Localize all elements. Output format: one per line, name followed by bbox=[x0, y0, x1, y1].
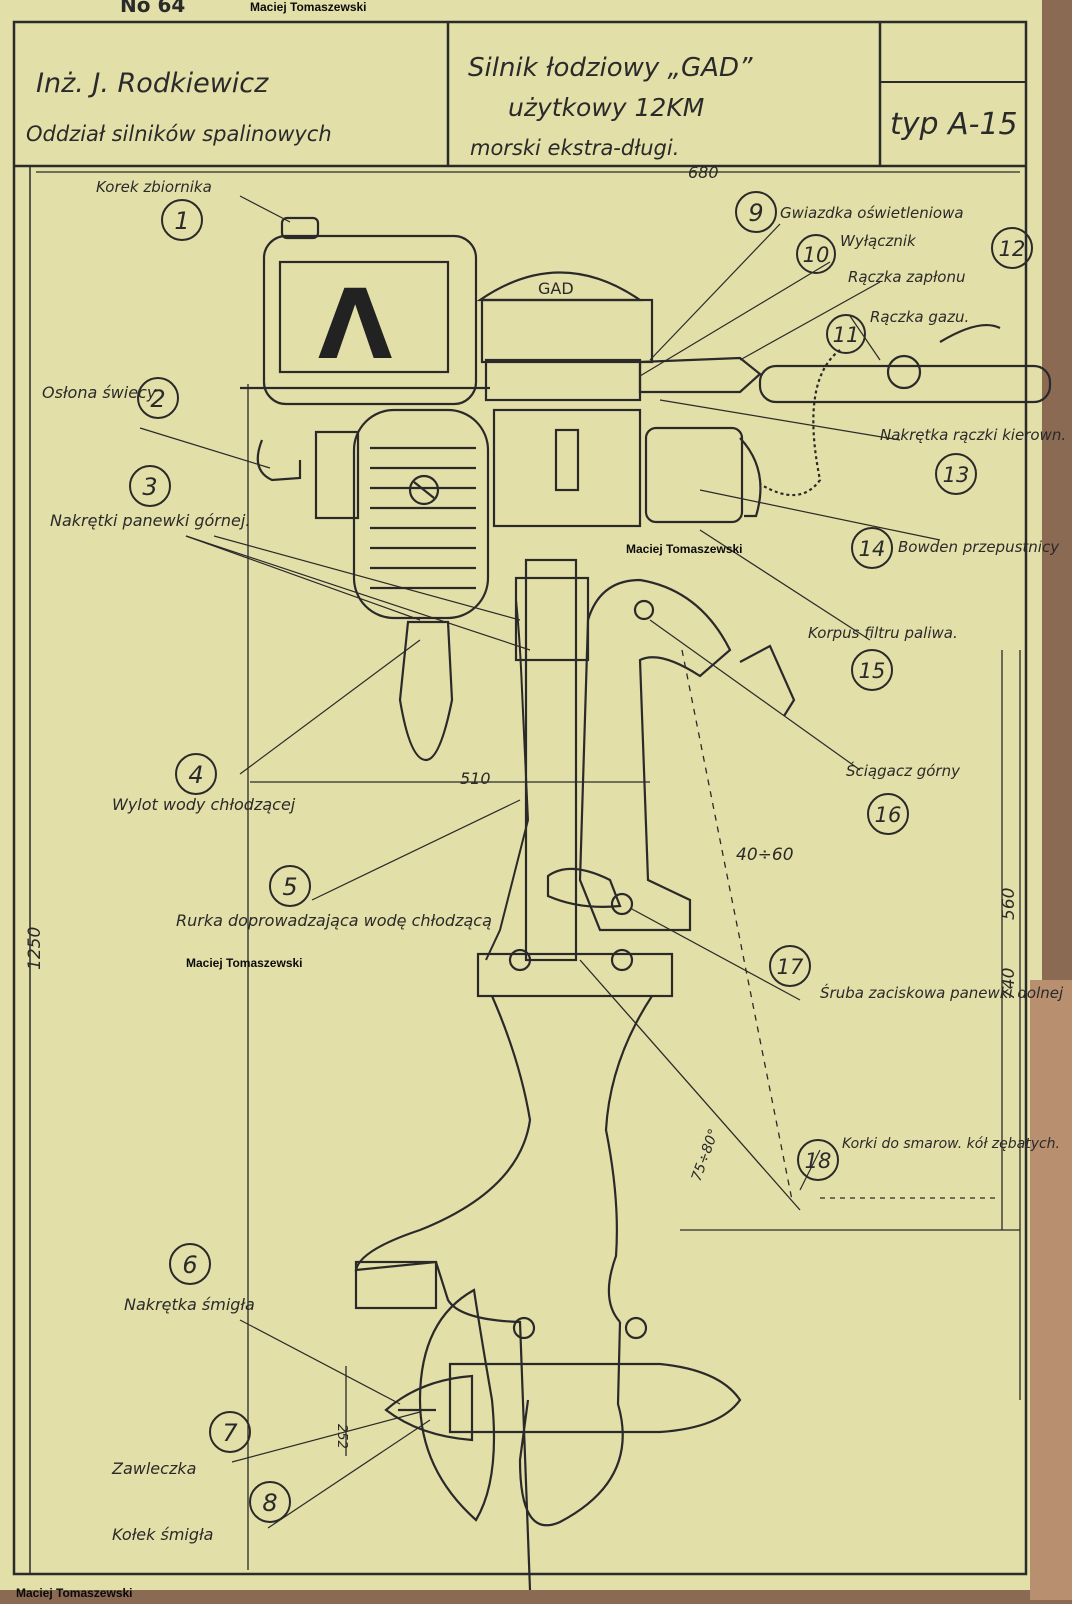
dim-height-560: 560 bbox=[999, 888, 1019, 920]
svg-text:2: 2 bbox=[150, 385, 165, 413]
callout-17: 17 bbox=[769, 945, 811, 987]
label-15: Korpus filtru paliwa. bbox=[808, 624, 958, 642]
flywheel-cover bbox=[476, 271, 644, 302]
label-9: Gwiazdka oświetleniowa bbox=[780, 204, 964, 222]
dim-width-mid: 510 bbox=[460, 769, 491, 788]
svg-text:5: 5 bbox=[282, 873, 297, 901]
label-10: Wyłącznik bbox=[840, 232, 917, 250]
svg-text:13: 13 bbox=[943, 463, 970, 487]
lower-unit bbox=[354, 995, 653, 1591]
watermark-left: Maciej Tomaszewski bbox=[186, 956, 303, 970]
fuel-filter bbox=[644, 426, 744, 524]
svg-text:6: 6 bbox=[182, 1251, 197, 1279]
clamp-bracket bbox=[578, 578, 732, 932]
svg-text:15: 15 bbox=[859, 659, 886, 683]
svg-text:8: 8 bbox=[262, 1489, 277, 1517]
title-line3: morski ekstra-długi. bbox=[470, 136, 679, 160]
callout-10: 10 bbox=[796, 234, 836, 274]
lower-flange bbox=[476, 952, 674, 998]
svg-text:7: 7 bbox=[222, 1419, 238, 1447]
label-5: Rurka doprowadzająca wodę chłodzącą bbox=[176, 911, 492, 930]
label-2: Osłona świecy bbox=[42, 383, 157, 402]
cylinder-block bbox=[352, 408, 490, 620]
dim-prop: 252 bbox=[334, 1424, 349, 1449]
callout-16: 16 bbox=[867, 793, 909, 835]
label-18: Korki do smarow. kół zębatych. bbox=[842, 1136, 1060, 1152]
callout-9: 9 bbox=[735, 191, 777, 233]
callout-5: 5 bbox=[269, 865, 311, 907]
dim-height-total: 1250 bbox=[25, 927, 45, 970]
title-line1: Silnik łodziowy „GAD” bbox=[468, 53, 753, 83]
tank-badge: Λ bbox=[318, 269, 392, 381]
sheet-number: No 64 bbox=[120, 0, 185, 17]
svg-text:4: 4 bbox=[188, 761, 203, 789]
label-17: Śruba zaciskowa panewki dolnej bbox=[820, 983, 1064, 1002]
label-7: Zawleczka bbox=[111, 1459, 196, 1478]
crankcase bbox=[492, 408, 642, 528]
callout-11: 11 bbox=[826, 314, 866, 354]
gear-housing bbox=[448, 1362, 742, 1434]
svg-text:18: 18 bbox=[805, 1149, 832, 1173]
callout-3: 3 bbox=[129, 465, 171, 507]
author-text: Inż. J. Rodkiewicz bbox=[36, 68, 269, 99]
svg-text:3: 3 bbox=[142, 473, 157, 501]
bowden-cable bbox=[759, 349, 841, 497]
tiller-handle bbox=[758, 364, 1052, 404]
fuel-tank bbox=[262, 234, 478, 406]
cover-text: GAD bbox=[538, 279, 574, 298]
callout-12: 12 bbox=[991, 227, 1033, 269]
label-4: Wylot wody chłodzącej bbox=[112, 795, 296, 814]
watermark-top: Maciej Tomaszewski bbox=[250, 0, 367, 14]
type-text: typ A-15 bbox=[890, 107, 1018, 142]
svg-text:9: 9 bbox=[748, 199, 763, 227]
dim-height-740: 740 bbox=[999, 968, 1019, 1000]
tank-cap bbox=[280, 216, 320, 240]
label-12: Rączka zapłonu bbox=[848, 268, 965, 286]
propeller bbox=[418, 1288, 496, 1522]
propeller-nut bbox=[384, 1374, 474, 1442]
label-3: Nakrętki panewki górnej. bbox=[50, 511, 250, 530]
dim-width-top: 680 bbox=[688, 163, 719, 182]
svg-text:1: 1 bbox=[174, 207, 189, 235]
label-13: Nakrętka rączki kierown. bbox=[880, 426, 1066, 444]
callout-15: 15 bbox=[851, 649, 893, 691]
leader-lines bbox=[139, 195, 941, 1529]
title-line2: użytkowy 12KM bbox=[508, 93, 704, 122]
svg-text:14: 14 bbox=[859, 537, 886, 561]
callout-14: 14 bbox=[851, 527, 893, 569]
callout-2: 2 bbox=[137, 377, 179, 419]
svg-text:11: 11 bbox=[833, 323, 860, 347]
callout-4: 4 bbox=[175, 753, 217, 795]
label-11: Rączka gazu. bbox=[870, 308, 969, 326]
engine-drawing bbox=[240, 216, 1052, 1591]
callout-18: 18 bbox=[797, 1139, 839, 1181]
callout-7: 7 bbox=[209, 1411, 251, 1453]
callout-6: 6 bbox=[169, 1243, 211, 1285]
spark-plug-shield bbox=[256, 439, 302, 482]
water-outlet bbox=[398, 620, 454, 762]
label-16: Ściągacz górny bbox=[846, 761, 961, 780]
border-frame bbox=[12, 20, 1028, 1576]
watermark-mid: Maciej Tomaszewski bbox=[626, 542, 743, 556]
label-6: Nakrętka śmigła bbox=[124, 1295, 255, 1314]
dimension-lines bbox=[36, 171, 1021, 1570]
svg-text:16: 16 bbox=[875, 803, 902, 827]
svg-text:10: 10 bbox=[803, 243, 830, 267]
callout-13: 13 bbox=[935, 453, 977, 495]
dim-range: 40÷60 bbox=[736, 845, 794, 865]
callout-8: 8 bbox=[249, 1481, 291, 1523]
svg-text:17: 17 bbox=[777, 955, 804, 979]
callouts: 1 Korek zbiornika 2 Osłona świecy 3 Nakr… bbox=[42, 178, 1066, 1544]
callout-1: 1 bbox=[161, 199, 203, 241]
department-text: Oddział silników spalinowych bbox=[26, 122, 332, 146]
label-8: Kołek śmigła bbox=[112, 1525, 213, 1544]
svg-text:12: 12 bbox=[999, 237, 1026, 261]
label-14: Bowden przepustnicy bbox=[898, 538, 1060, 556]
watermark-bottom: Maciej Tomaszewski bbox=[16, 1586, 133, 1600]
label-1: Korek zbiornika bbox=[96, 178, 212, 196]
